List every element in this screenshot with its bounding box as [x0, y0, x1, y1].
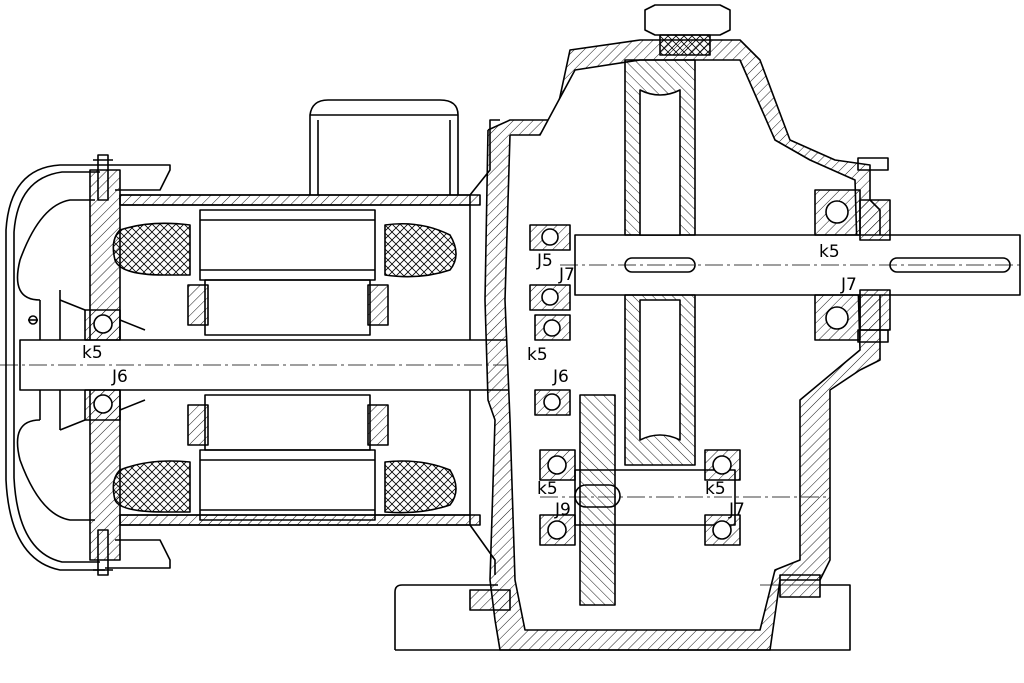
gear-input-shaft-fit-label: J5 [536, 251, 553, 271]
motor-rear-bearing [59, 299, 146, 431]
gear-input-housing-fit-label: J7 [558, 265, 575, 285]
gearbox-foot [394, 574, 851, 651]
output-housing-fit-label: J7 [840, 275, 857, 295]
motor-front-shaft-fit-label: k5 [527, 345, 548, 365]
intermediate-right-shaft-fit-label: k5 [705, 479, 726, 499]
motor-front-bearing [534, 314, 571, 416]
large-gear-wheel [624, 59, 696, 466]
motor-rear-housing-fit-label: J6 [111, 367, 128, 387]
intermediate-left-housing-fit-label: J9 [554, 500, 571, 520]
terminal-box [309, 99, 459, 195]
output-shaft [560, 234, 1024, 296]
intermediate-right-housing-fit-label: J7 [728, 500, 745, 520]
stator-core [199, 209, 376, 521]
breather-plug [644, 4, 731, 56]
fit-labels: k5 J6 k5 J6 J5 J7 k5 J7 k5 J9 k5 J7 [82, 242, 857, 520]
intermediate-right-bearing [704, 449, 741, 546]
stator-windings [112, 222, 457, 514]
output-bearing [814, 189, 891, 341]
gearbox-bolts [857, 157, 889, 343]
intermediate-left-bearing [539, 449, 576, 546]
motor-front-housing-fit-label: J6 [552, 367, 569, 387]
motor-rear-shaft-fit-label: k5 [82, 343, 103, 363]
intermediate-left-shaft-fit-label: k5 [537, 479, 558, 499]
output-shaft-fit-label: k5 [819, 242, 840, 262]
gear-input-bearing [529, 224, 571, 311]
housing-bolts [93, 154, 113, 576]
